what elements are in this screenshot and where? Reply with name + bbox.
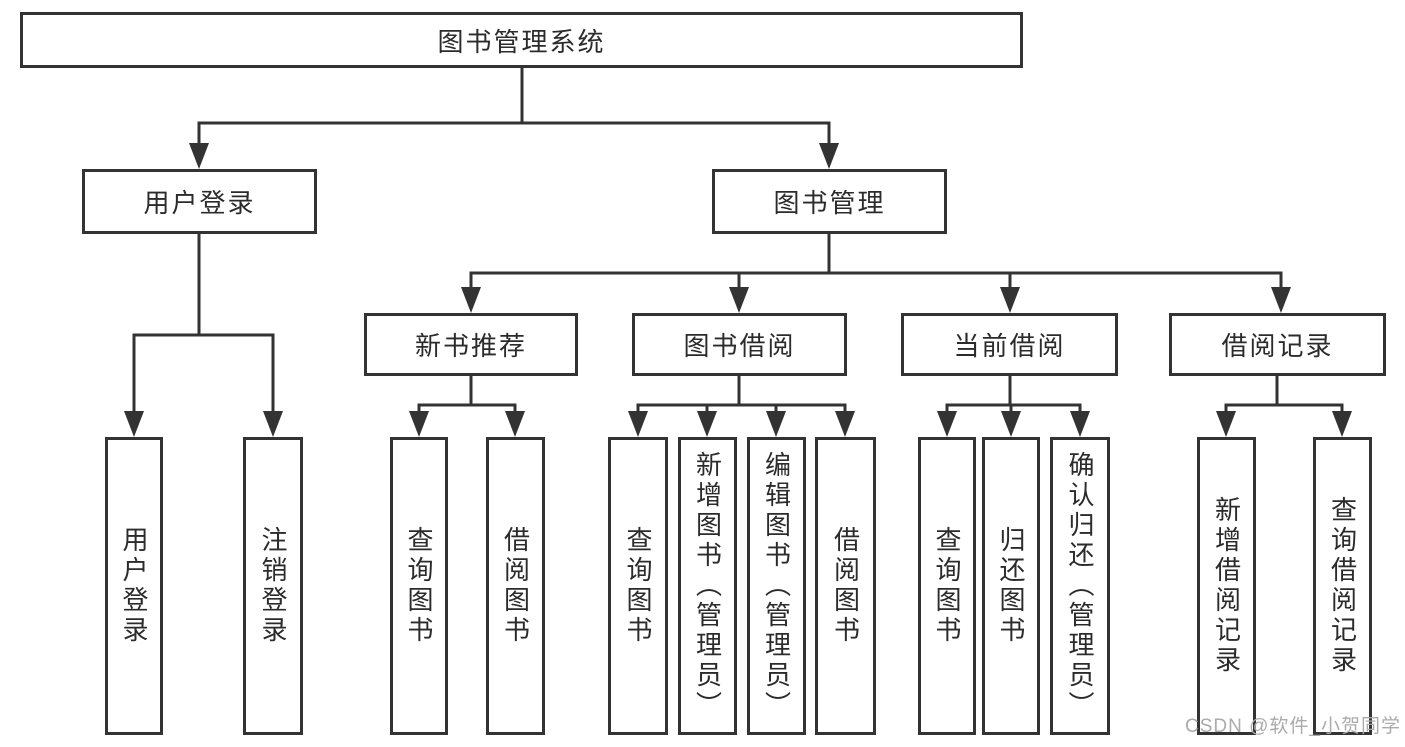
arrowhead-icon bbox=[189, 143, 209, 169]
leaf-borrow-books: 借阅图书 bbox=[815, 437, 876, 735]
arrowhead-icon bbox=[124, 411, 144, 437]
arrowhead-icon bbox=[729, 287, 749, 313]
arrowhead-icon bbox=[835, 411, 855, 437]
leaf-edit-books-admin: 编辑图书（管理员） bbox=[747, 437, 806, 735]
arrowhead-icon bbox=[937, 411, 957, 437]
leaf-recommend-query-books: 查询图书 bbox=[390, 437, 448, 735]
arrowhead-icon bbox=[1271, 287, 1291, 313]
leaf-logout: 注销登录 bbox=[243, 437, 303, 735]
leaf-user-login: 用户登录 bbox=[105, 437, 163, 735]
leaf-confirm-return-admin: 确认归还（管理员） bbox=[1050, 437, 1110, 735]
csdn-watermark: CSDN @软件_小贺同学 bbox=[1185, 716, 1401, 737]
leaf-add-books-admin: 新增图书（管理员） bbox=[678, 437, 737, 735]
arrowhead-icon bbox=[263, 411, 283, 437]
arrowhead-icon bbox=[819, 143, 839, 169]
arrowhead-icon bbox=[628, 411, 648, 437]
arrowhead-icon bbox=[1000, 287, 1020, 313]
arrowhead-icon bbox=[461, 287, 481, 313]
node-new-book-recommend: 新书推荐 bbox=[364, 313, 578, 376]
arrowhead-icon bbox=[766, 411, 786, 437]
leaf-query-borrow-record: 查询借阅记录 bbox=[1313, 437, 1372, 735]
node-current-borrow: 当前借阅 bbox=[901, 313, 1118, 376]
node-book-borrow: 图书借阅 bbox=[632, 313, 847, 376]
arrowhead-icon bbox=[505, 411, 525, 437]
leaf-recommend-borrow-books: 借阅图书 bbox=[486, 437, 545, 735]
arrowhead-icon bbox=[409, 411, 429, 437]
node-root: 图书管理系统 bbox=[20, 12, 1023, 68]
leaf-return-books: 归还图书 bbox=[982, 437, 1040, 735]
leaf-borrow-query-books: 查询图书 bbox=[608, 437, 668, 735]
node-borrow-records: 借阅记录 bbox=[1169, 313, 1386, 376]
arrowhead-icon bbox=[1332, 411, 1352, 437]
node-user-login: 用户登录 bbox=[82, 169, 317, 234]
arrowhead-icon bbox=[697, 411, 717, 437]
arrowhead-icon bbox=[1070, 411, 1090, 437]
leaf-current-query-books: 查询图书 bbox=[918, 437, 976, 735]
arrowhead-icon bbox=[1001, 411, 1021, 437]
node-book-management: 图书管理 bbox=[712, 169, 947, 234]
leaf-add-borrow-record: 新增借阅记录 bbox=[1197, 437, 1256, 735]
arrowhead-icon bbox=[1216, 411, 1236, 437]
